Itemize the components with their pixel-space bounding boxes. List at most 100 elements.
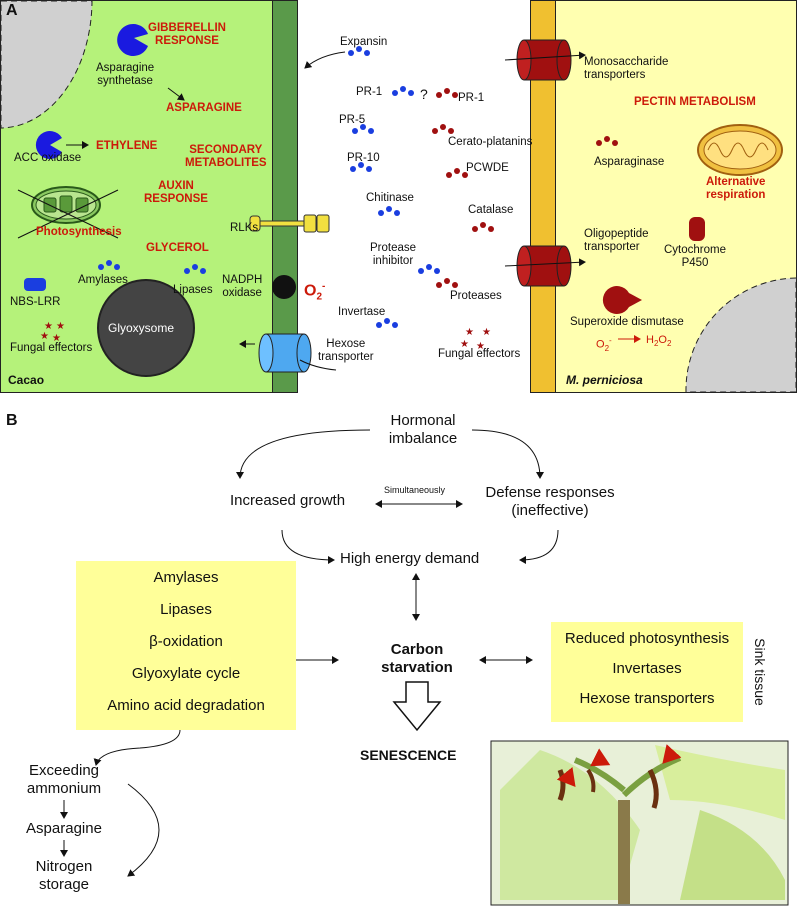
lipases-label: Lipases [173,284,213,296]
pr10-label: PR-10 [347,152,380,164]
fungus-o2-label: O2- [596,336,612,353]
protein-dot [596,140,602,146]
fungal-effector-star-icon: ★ [482,327,491,338]
cacao-cell-wall [272,0,298,393]
protein-dot [364,50,370,56]
hexose-transporter-icon [258,333,312,373]
protein-dot [348,50,354,56]
pr1-left-label: PR-1 [356,86,383,98]
asparaginase-label: Asparaginase [594,156,665,168]
catalase-label: Catalase [468,204,514,216]
asparagine-storage-label: Asparagine [26,820,102,837]
protein-dot [436,92,442,98]
protein-dot [488,226,494,232]
acc-oxidase-label: ACC oxidase [14,152,82,164]
cacao-label: Cacao [8,373,45,387]
panel-b-letter: B [6,412,18,429]
acc-oxidase-icon [35,131,62,159]
protein-dot [386,206,392,212]
sink-tissue-label: Sink tissue [751,638,768,706]
senescence-label: SENESCENCE [360,747,457,763]
nadph-oxidase-icon [272,275,296,299]
protein-dot [452,92,458,98]
left-box-item: Lipases [160,601,212,618]
pcwde-label: PCWDE [466,162,509,174]
protein-dot [434,268,440,274]
protein-dot [612,140,618,146]
protein-dot [472,226,478,232]
asparagine-synthetase-icon [117,24,148,57]
protein-dot [366,166,372,172]
protein-dot [448,128,454,134]
cerato-platanins-label: Cerato-platanins [448,136,533,148]
ethylene-label: ETHYLENE [96,140,158,152]
asparagine-label: ASPARAGINE [166,102,242,114]
pr1-right-label: PR-1 [458,92,485,104]
cytochrome-p450-icon [689,217,705,241]
superoxide-dismutase-icon [602,286,642,315]
increased-growth-label: Increased growth [230,492,346,509]
left-box-item: Glyoxylate cycle [131,665,241,682]
rlks-label: RLKs [230,222,259,234]
fungus-nucleus [685,277,797,393]
protein-dot [392,322,398,328]
protein-dot [436,282,442,288]
fungal-effector-star-icon: ★ [44,321,53,332]
nbs-lrr-icon [24,278,46,291]
protein-dot [480,222,486,228]
simultaneously-label: Simultaneously [384,485,446,495]
proteases-label: Proteases [450,290,502,302]
protein-dot [384,318,390,324]
glycerol-label: GLYCEROL [146,242,209,254]
protein-dot [360,124,366,130]
protein-dot [184,268,190,274]
left-metabolism-box [76,561,296,730]
left-box-item: β-oxidation [149,633,223,650]
cacao-nucleus [0,0,93,129]
protein-dot [452,282,458,288]
fungal-effector-star-icon: ★ [56,321,65,332]
high-energy-demand-label: High energy demand [340,550,480,567]
protein-dot [604,136,610,142]
protein-dot [440,124,446,130]
superoxide-label: O2- [304,281,326,303]
plant-photo [490,740,789,906]
fungal-effector-star-icon: ★ [40,331,49,342]
fungal-effector-star-icon: ★ [52,333,61,344]
superoxide-dismutase-label: Superoxide dismutase [570,316,684,328]
oligopeptide-transporter-icon [516,245,572,287]
protein-dot [408,90,414,96]
protein-dot [446,172,452,178]
h2o2-label: H2O2 [646,334,672,349]
middle-fungal-effectors-label: Fungal effectors [438,348,521,360]
amylases-label: Amylases [78,274,128,286]
protein-dot [350,166,356,172]
protein-dot [98,264,104,270]
right-box-item: Reduced photosynthesis [564,630,730,647]
right-box-item: Invertases [612,660,682,677]
protein-dot [356,46,362,52]
protein-dot [444,88,450,94]
protein-dot [352,128,358,134]
protein-dot [376,322,382,328]
senescence-arrow-icon [392,681,442,732]
glyoxysome-label: Glyoxysome [108,321,175,335]
fungal-effector-star-icon: ★ [476,341,485,352]
right-box-item: Hexose transporters [579,690,715,707]
chitinase-label: Chitinase [366,192,414,204]
chloroplast-icon [17,186,119,239]
protein-dot [358,162,364,168]
protein-dot [426,264,432,270]
question-label: ? [420,86,428,102]
protein-dot [192,264,198,270]
